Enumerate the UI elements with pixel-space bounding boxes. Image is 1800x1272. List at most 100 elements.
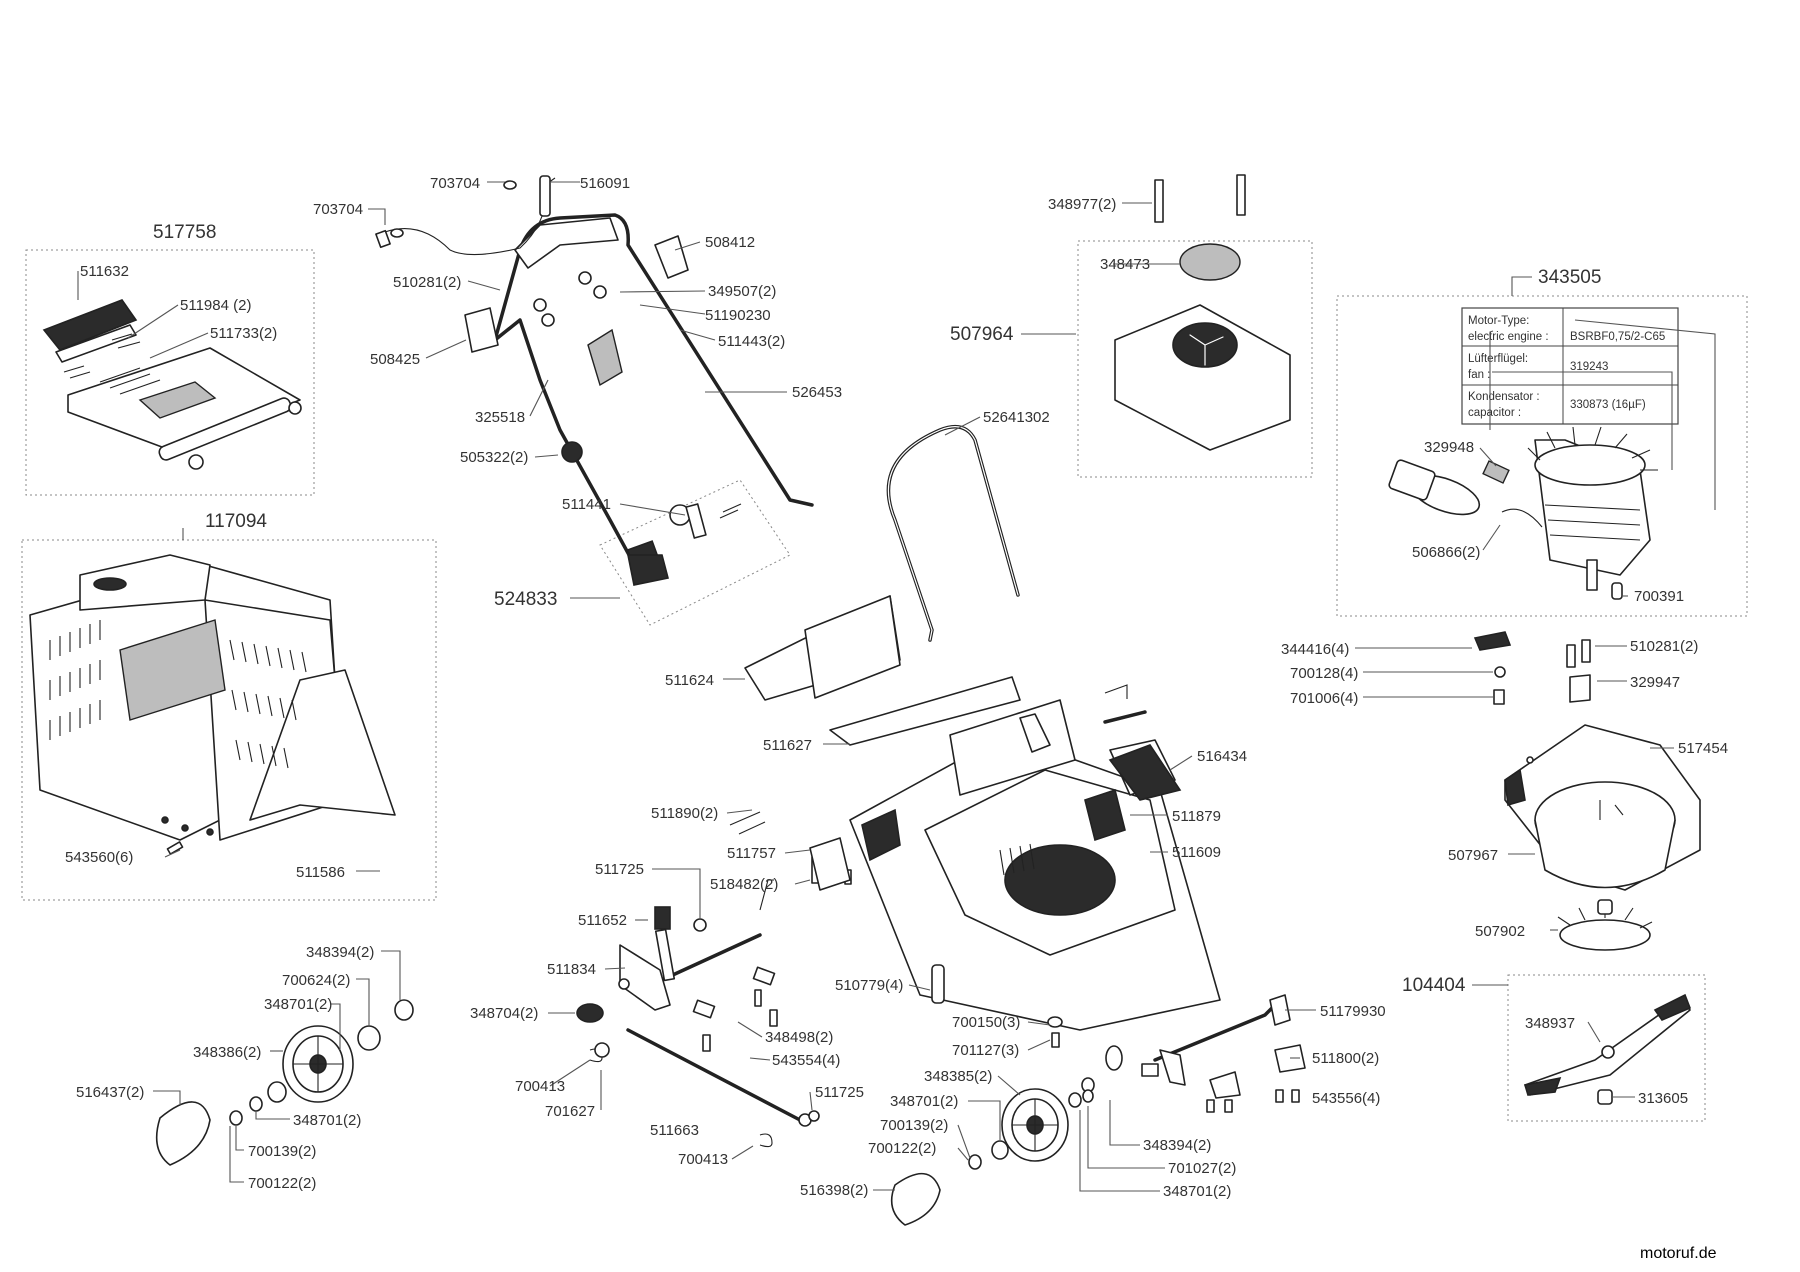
label-700122-front: 700122(2)	[248, 1175, 316, 1192]
label-51190230: 51190230	[705, 307, 771, 324]
group-box-343505	[1336, 295, 1748, 617]
electric-motor-drawing	[1388, 426, 1658, 600]
front-wheel-drawing	[155, 999, 414, 1166]
capacitor-label-de: Kondensator :	[1468, 391, 1540, 403]
label-117094: 117094	[205, 511, 267, 532]
label-348977: 348977(2)	[1048, 196, 1116, 213]
label-701627: 701627	[545, 1103, 595, 1120]
height-adjustment-drawing	[576, 811, 945, 1148]
label-518482: 518482(2)	[710, 876, 778, 893]
label-329948: 329948	[1424, 439, 1474, 456]
label-700624: 700624(2)	[282, 972, 350, 989]
motor-type-label: Motor-Type:	[1468, 315, 1529, 327]
label-349507: 349507(2)	[708, 283, 776, 300]
label-511879: 511879	[1172, 808, 1221, 825]
label-348394-front: 348394(2)	[306, 944, 374, 961]
label-543556: 543556(4)	[1312, 1090, 1380, 1107]
label-701027: 701027(2)	[1168, 1160, 1236, 1177]
label-543560: 543560(6)	[65, 849, 133, 866]
group-box-507964	[1077, 240, 1313, 478]
label-51179930: 51179930	[1320, 1003, 1386, 1020]
label-104404: 104404	[1402, 975, 1466, 996]
fan-value: 319243	[1570, 361, 1608, 373]
label-329947: 329947	[1630, 674, 1680, 691]
label-344416: 344416(4)	[1281, 641, 1349, 658]
label-511441: 511441	[562, 496, 611, 513]
label-700122-rear: 700122(2)	[868, 1140, 936, 1157]
label-700139-front: 700139(2)	[248, 1143, 316, 1160]
label-511663: 511663	[650, 1122, 699, 1139]
label-511624: 511624	[665, 672, 714, 689]
fan-label-de: Lüfterflügel:	[1468, 353, 1528, 365]
label-313605: 313605	[1638, 1090, 1688, 1107]
label-524833: 524833	[494, 589, 557, 610]
label-348701-front-a: 348701(2)	[264, 996, 332, 1013]
mower-deck-drawing	[849, 699, 1221, 1031]
motor-fasteners-drawing	[1473, 631, 1591, 705]
label-348386: 348386(2)	[193, 1044, 261, 1061]
brand-logo: motoruf.de	[1640, 1245, 1717, 1262]
label-517758: 517758	[153, 222, 216, 243]
side-flap-drawing	[1108, 744, 1182, 801]
rear-axle-drawing	[1047, 994, 1306, 1113]
label-511984: 511984 (2)	[180, 297, 251, 314]
label-343505: 343505	[1538, 267, 1601, 288]
label-700391: 700391	[1634, 588, 1684, 605]
trim-strip-drawing	[1103, 710, 1147, 724]
label-700128: 700128(4)	[1290, 665, 1358, 682]
group-box-104404	[1507, 974, 1706, 1122]
lower-handle-drawing	[886, 424, 1020, 642]
label-507967: 507967	[1448, 847, 1498, 864]
label-511725-top: 511725	[595, 861, 644, 878]
label-348701-rear-b: 348701(2)	[1163, 1183, 1231, 1200]
motor-type-value: BSRBF0,75/2-C65	[1570, 331, 1665, 343]
label-510779: 510779(4)	[835, 977, 903, 994]
label-700150: 700150(3)	[952, 1014, 1020, 1031]
label-348937: 348937	[1525, 1015, 1575, 1032]
cutting-blade-drawing	[1523, 993, 1692, 1105]
label-348394-rear: 348394(2)	[1143, 1137, 1211, 1154]
brand-watermark: motoruf.de	[1640, 1245, 1717, 1262]
label-511725-bottom: 511725	[815, 1084, 864, 1101]
label-703704-top: 703704	[430, 175, 480, 192]
deflector-plates-drawing	[744, 595, 1128, 746]
rear-wheel-drawing	[890, 1088, 1094, 1226]
label-348498: 348498(2)	[765, 1029, 833, 1046]
part-labels: 703704 516091 703704 517758 511632 51198…	[65, 175, 1728, 1200]
label-516437: 516437(2)	[76, 1084, 144, 1101]
electric-engine-label: electric engine :	[1468, 331, 1549, 343]
label-703704-left: 703704	[313, 201, 363, 218]
label-543554: 543554(4)	[772, 1052, 840, 1069]
motor-cover-drawing	[1114, 174, 1291, 451]
label-348473: 348473	[1100, 256, 1150, 273]
label-511652: 511652	[578, 912, 627, 929]
label-511586: 511586	[296, 864, 345, 881]
label-511890: 511890(2)	[651, 805, 718, 822]
label-325518: 325518	[475, 409, 525, 426]
label-348701-rear-a: 348701(2)	[890, 1093, 958, 1110]
label-510281-handle: 510281(2)	[393, 274, 461, 291]
label-510281-motor: 510281(2)	[1630, 638, 1698, 655]
capacitor-label-en: capacitor :	[1468, 407, 1521, 419]
label-511632: 511632	[80, 263, 129, 280]
label-516434: 516434	[1197, 748, 1247, 765]
label-52641302: 52641302	[983, 409, 1050, 426]
label-700413-bottom: 700413	[678, 1151, 728, 1168]
label-508425: 508425	[370, 351, 420, 368]
grass-catcher-drawing	[29, 554, 396, 855]
capacitor-value: 330873 (16µF)	[1570, 399, 1646, 411]
label-508412: 508412	[705, 234, 755, 251]
label-516398: 516398(2)	[800, 1182, 868, 1199]
label-701006: 701006(4)	[1290, 690, 1358, 707]
label-511627: 511627	[763, 737, 812, 754]
label-511443: 511443(2)	[718, 333, 785, 350]
label-700413-left: 700413	[515, 1078, 565, 1095]
leader-lines	[77, 181, 1716, 1192]
label-507902: 507902	[1475, 923, 1525, 940]
label-511609: 511609	[1172, 844, 1221, 861]
cooling-fan-drawing	[1557, 899, 1653, 951]
label-511757: 511757	[727, 845, 776, 862]
label-701127: 701127(3)	[952, 1042, 1019, 1059]
